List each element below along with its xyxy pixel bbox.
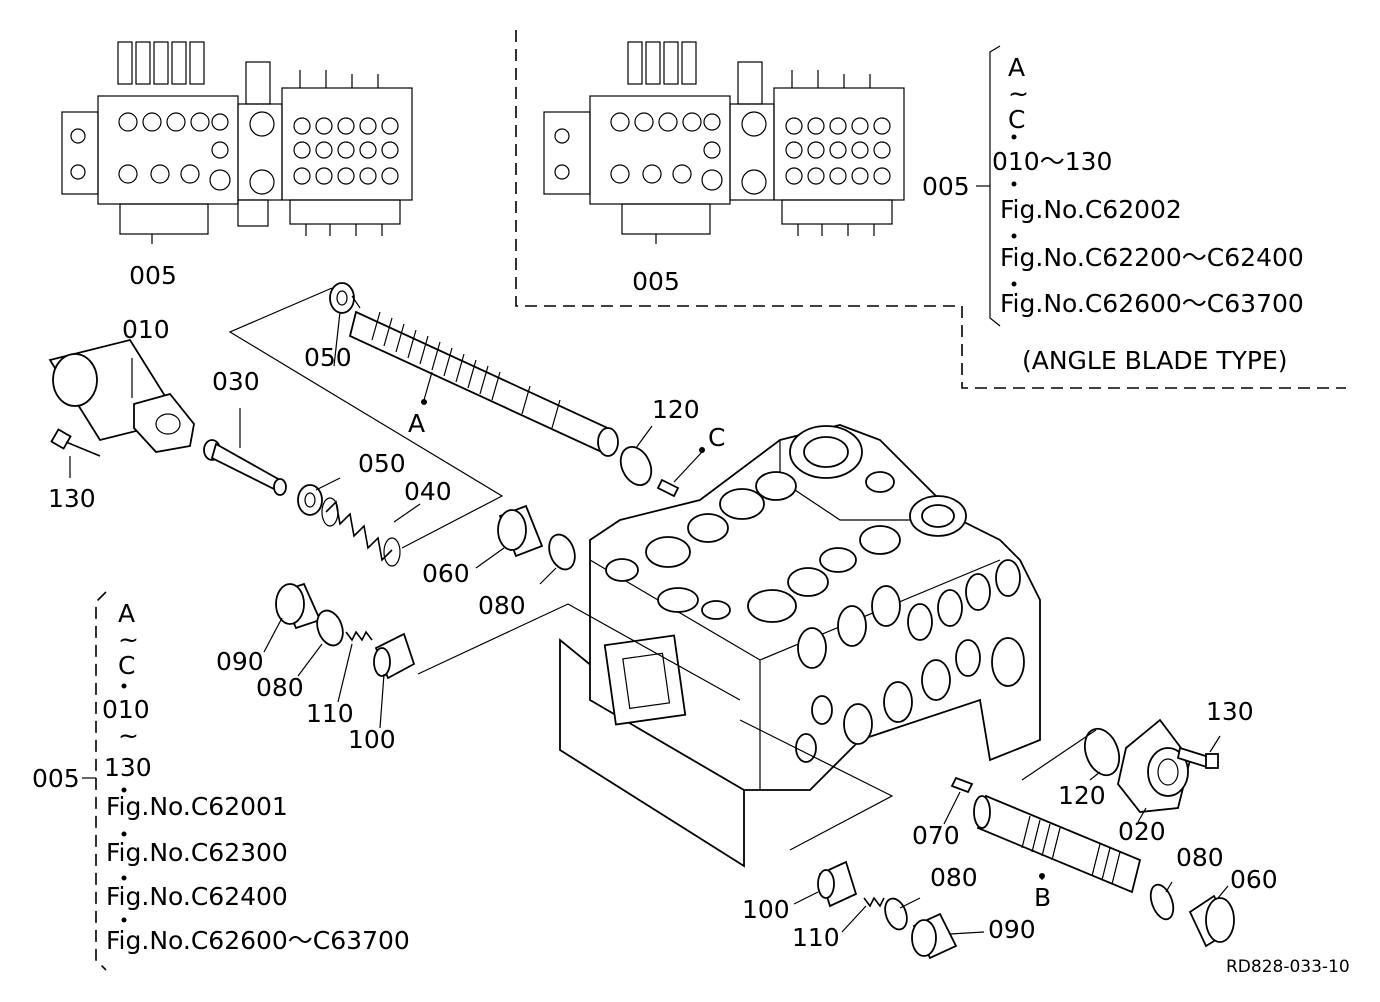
label-090-bottom: 090 [988, 915, 1036, 944]
label-040: 040 [404, 477, 452, 506]
part-050-washer-top [329, 282, 355, 314]
note-left-ref: 005 [32, 764, 80, 793]
label-080-left: 080 [256, 673, 304, 702]
part-100-poppet-bottom [817, 860, 858, 908]
label-080-bottom: 080 [930, 863, 978, 892]
note-angle-blade-type: 005 A ~ C 010～130 Fig.No.C62002 Fig.No.C… [922, 45, 1304, 375]
control-valve-body [559, 424, 1041, 868]
note-left-line: 010 [102, 695, 150, 724]
part-090-plug-bottom [911, 912, 958, 960]
note-right-line: A [1008, 53, 1025, 82]
spool-b [973, 794, 1142, 894]
part-020-cover-right [1117, 718, 1191, 813]
part-100-poppet-left [373, 632, 416, 680]
part-120-oring-top [619, 446, 653, 486]
part-080-oring-mid [548, 533, 576, 571]
label-120-top: 120 [652, 395, 700, 424]
note-right-line: ~ [1008, 79, 1029, 108]
note-standard-type: 005 A ~ C 010 ~ 130 Fig.No.C62001 Fig.No… [32, 591, 410, 971]
note-right-line: Fig.No.C62200～C62400 [1000, 243, 1304, 272]
note-right-line: C [1008, 105, 1025, 134]
label-060-left: 060 [422, 559, 470, 588]
spool-a [348, 310, 619, 457]
note-right-caption: (ANGLE BLADE TYPE) [1022, 346, 1288, 375]
leader-lines [69, 287, 1229, 935]
label-100-bottom: 100 [742, 895, 790, 924]
note-right-line: Fig.No.C62002 [1000, 195, 1182, 224]
note-left-line: C [118, 651, 135, 680]
note-left-line: Fig.No.C62600～C63700 [106, 926, 410, 955]
part-labels: 010 050 030 A 130 050 040 120 C 060 080 … [48, 315, 1278, 952]
part-060-plug-left [497, 504, 544, 558]
note-right-line: Fig.No.C62600～C63700 [1000, 289, 1304, 318]
part-090-plug-left [275, 582, 322, 630]
label-090-left: 090 [216, 647, 264, 676]
label-110-left: 110 [306, 699, 354, 728]
label-spool-b: B [1034, 883, 1051, 912]
note-left-line: ~ [118, 625, 139, 654]
part-010-spring-cap [48, 338, 195, 453]
label-030: 030 [212, 367, 260, 396]
label-050-top: 050 [304, 343, 352, 372]
drawing-code: RD828-033-10 [1226, 957, 1350, 977]
note-left-line: Fig.No.C62300 [106, 838, 288, 867]
label-point-c: C [708, 423, 725, 452]
note-right-ref: 005 [922, 172, 970, 201]
label-110-bottom: 110 [792, 923, 840, 952]
part-120-oring-right [1083, 727, 1121, 777]
label-120-right: 120 [1058, 781, 1106, 810]
note-right-line: 010～130 [992, 147, 1112, 176]
point-c-plug [656, 478, 680, 498]
part-050-washer-mid [297, 484, 323, 516]
label-060-right: 060 [1230, 865, 1278, 894]
part-080-oring-right [1149, 883, 1175, 921]
part-040-spring [321, 497, 401, 567]
label-100-left: 100 [348, 725, 396, 754]
note-left-line: Fig.No.C62400 [106, 882, 288, 911]
label-130-right: 130 [1206, 697, 1254, 726]
label-130-left: 130 [48, 484, 96, 513]
label-070: 070 [912, 821, 960, 850]
part-030-stopper [203, 439, 287, 496]
part-080-oring-left [316, 609, 344, 647]
label-005-top-left: 005 [129, 261, 177, 290]
label-080-right: 080 [1176, 843, 1224, 872]
valve-assembly-thumbnail-right: 005 [543, 41, 905, 296]
part-060-plug-right [1188, 894, 1235, 948]
angle-blade-type-frame [515, 30, 1346, 389]
label-005-top-right: 005 [632, 267, 680, 296]
note-left-line: ~ [118, 721, 139, 750]
part-130-bolt-left [50, 428, 101, 457]
label-050-mid: 050 [358, 449, 406, 478]
note-left-line: A [118, 599, 135, 628]
label-spool-a: A [408, 409, 425, 438]
label-080-mid: 080 [478, 591, 526, 620]
valve-assembly-thumbnail-left: 005 [61, 41, 413, 290]
part-130-bolt-right [1176, 746, 1219, 770]
part-110-spring-left [345, 630, 373, 642]
part-110-spring-bottom [863, 896, 885, 908]
part-080-oring-bottom [884, 897, 908, 931]
note-left-line: 130 [104, 753, 152, 782]
label-020: 020 [1118, 817, 1166, 846]
part-070-pin [950, 776, 974, 794]
label-010: 010 [122, 315, 170, 344]
note-left-line: Fig.No.C62001 [106, 792, 288, 821]
